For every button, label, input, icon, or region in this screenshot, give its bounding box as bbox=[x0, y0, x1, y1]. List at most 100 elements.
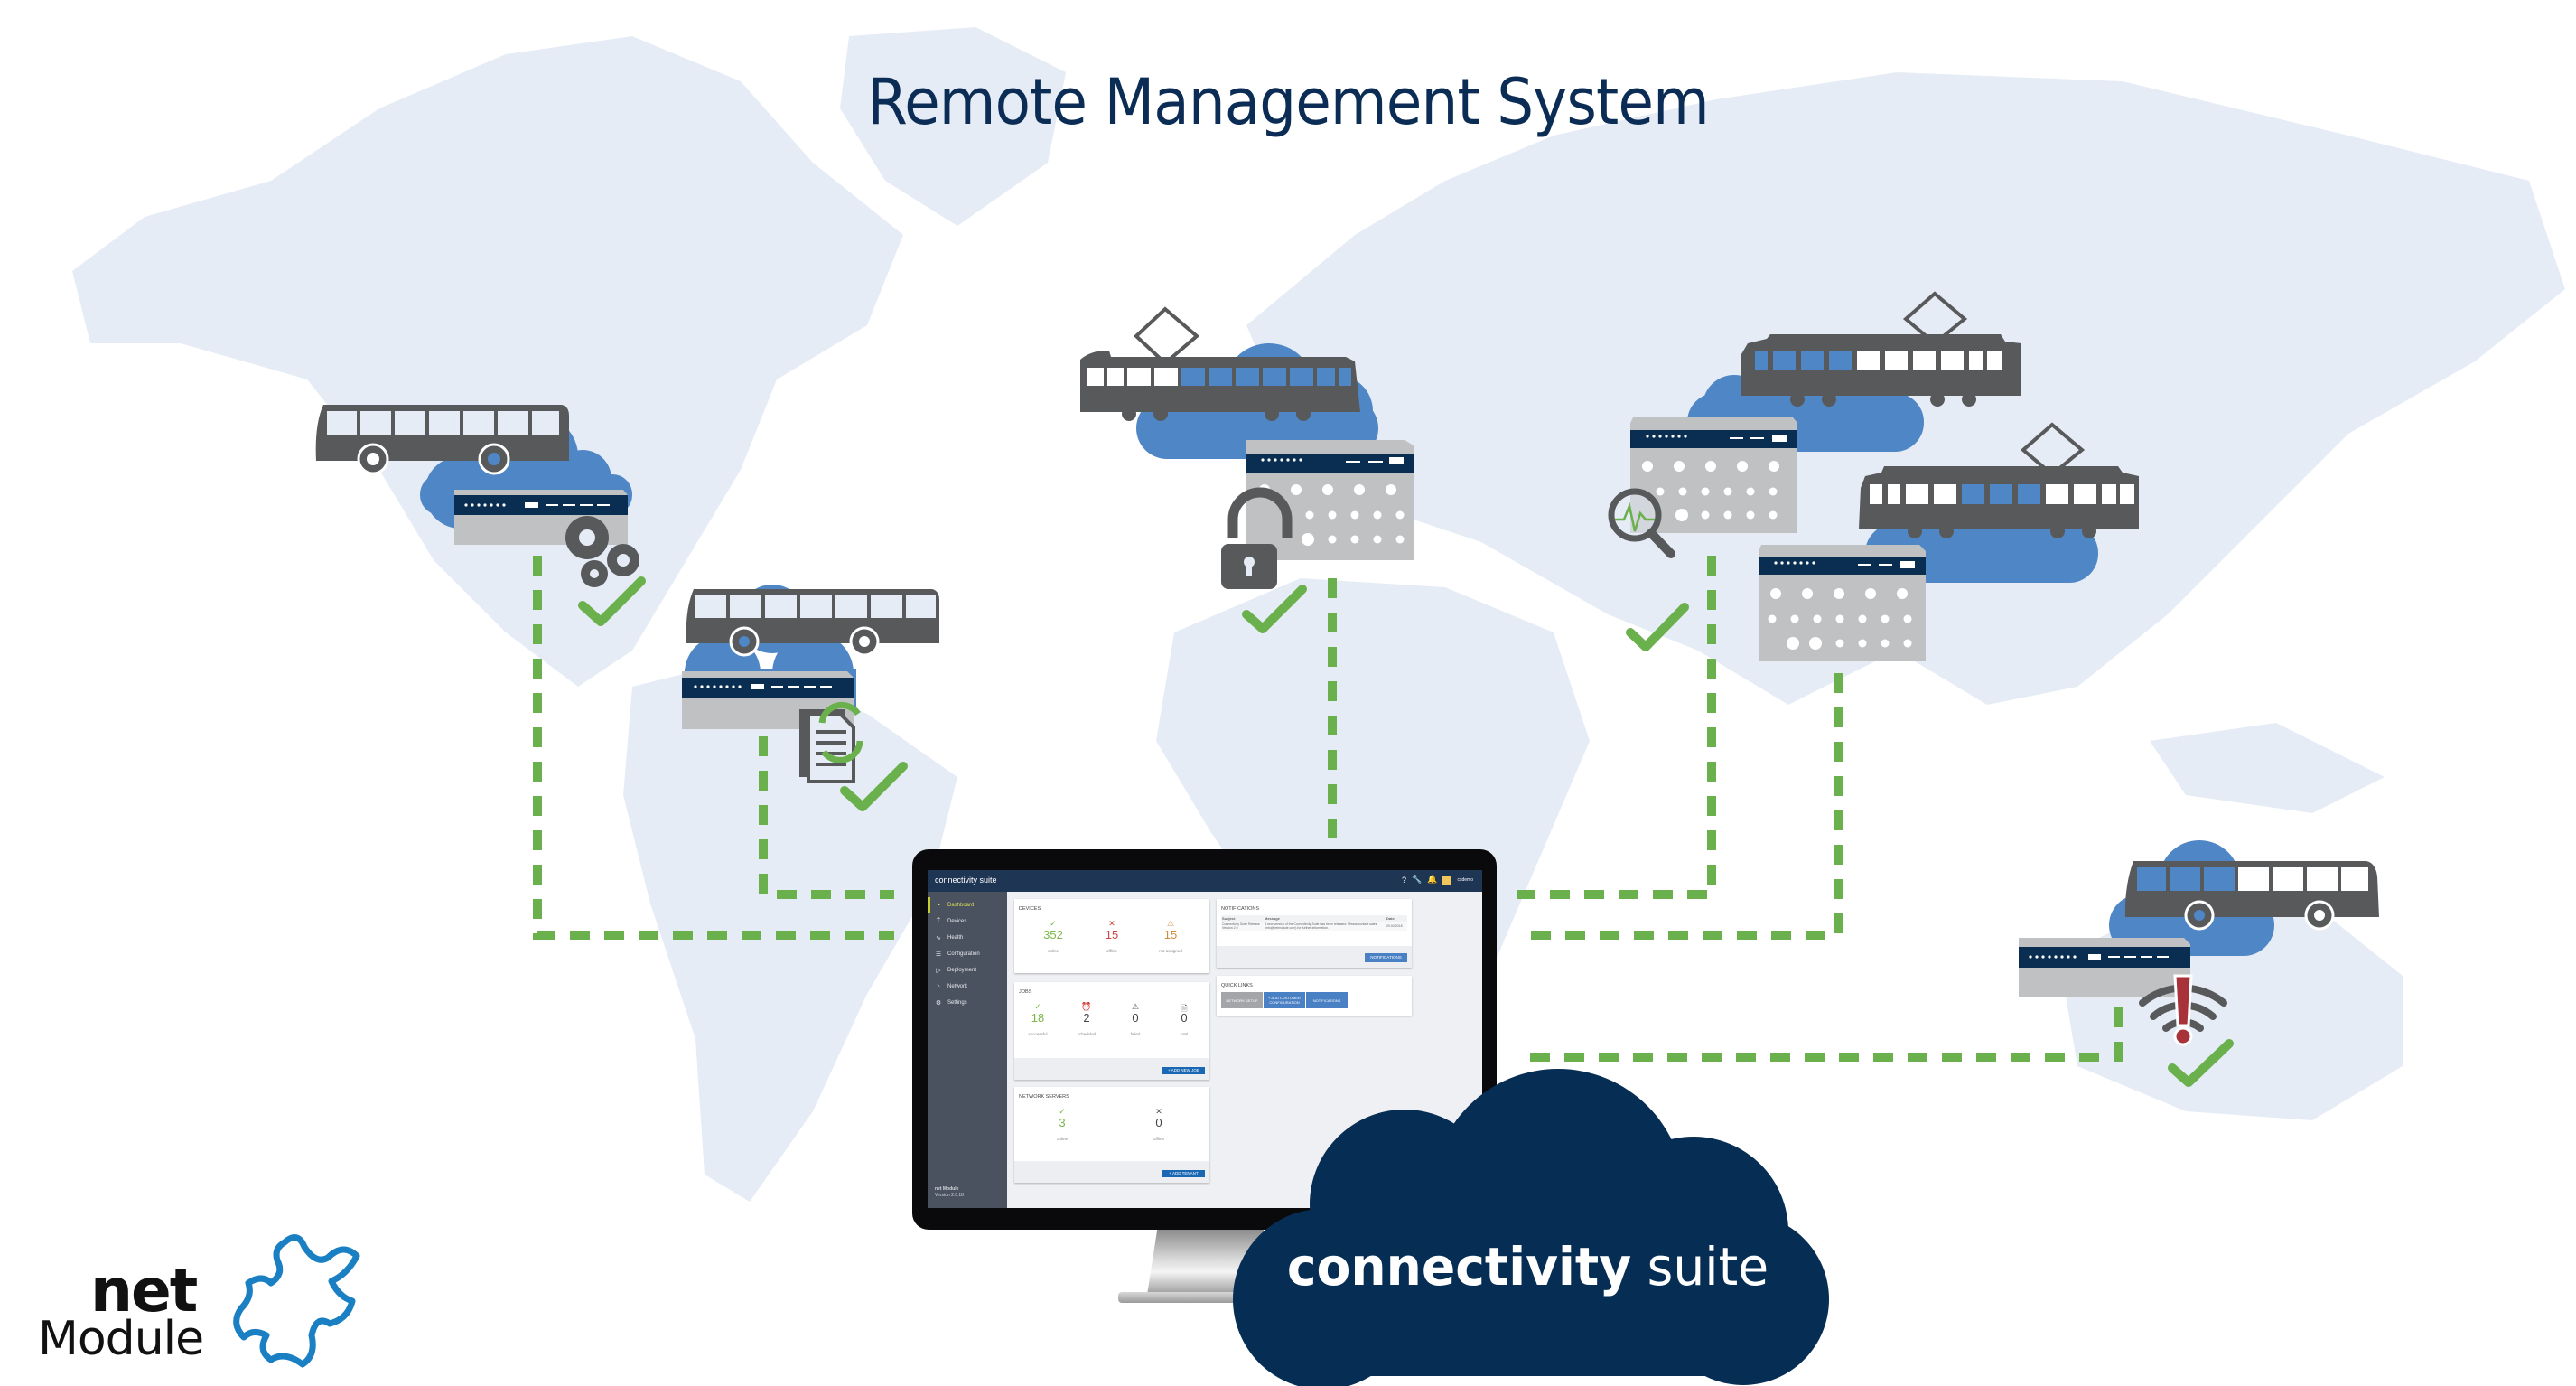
router-icon bbox=[2019, 938, 2190, 997]
add-tenant-button[interactable]: + ADD TENANT bbox=[1162, 1170, 1205, 1177]
map-greenland bbox=[840, 27, 1066, 226]
wifi-icon: ◝ bbox=[937, 984, 940, 990]
warning-icon: ⚠ bbox=[1131, 1002, 1140, 1011]
node-trams-health[interactable] bbox=[1608, 289, 2150, 669]
help-icon[interactable]: ? bbox=[1402, 875, 1407, 885]
check-icon: ✓ bbox=[1034, 1002, 1041, 1011]
cross-icon: ✕ bbox=[1108, 919, 1115, 928]
notifications-card: NOTIFICATIONS Subject Message Date Conne… bbox=[1217, 899, 1412, 968]
card-footer: + ADD TENANT bbox=[1014, 1161, 1209, 1183]
bus-icon bbox=[2124, 861, 2379, 931]
router-large-icon bbox=[1630, 417, 1797, 533]
map-islands bbox=[2150, 723, 2385, 813]
sidebar-item-settings[interactable]: ⚙Settings bbox=[935, 1000, 967, 1007]
check-icon: ✓ bbox=[1059, 1107, 1066, 1116]
sidebar-logo: net Module bbox=[935, 1186, 959, 1192]
cross-icon: ✕ bbox=[1155, 1107, 1162, 1116]
cloud-label: connectivity suite bbox=[1286, 1236, 1769, 1297]
alarm-clock-icon: ⏰ bbox=[1081, 1002, 1092, 1011]
puzzle-logo-icon bbox=[233, 1234, 360, 1368]
quick-notifications-button[interactable]: NOTIFICATIONS bbox=[1306, 992, 1348, 1008]
app-brand: connectivity suite bbox=[935, 876, 997, 885]
gear-icon: ⚙ bbox=[935, 1000, 942, 1007]
sidebar-item-configuration[interactable]: ☰Configuration bbox=[935, 951, 980, 958]
node-tram-secure[interactable] bbox=[1075, 298, 1436, 641]
node-bus-gears[interactable] bbox=[307, 389, 668, 641]
notifications-table: Subject Message Date Connectivity Suite … bbox=[1221, 915, 1407, 931]
network-setup-button[interactable]: NETWORK SETUP bbox=[1221, 992, 1263, 1008]
router-large-icon bbox=[1759, 545, 1926, 661]
connection-line bbox=[533, 556, 894, 940]
check-icon bbox=[578, 576, 646, 626]
dashboard-icon: ◔ bbox=[936, 902, 941, 909]
tram-icon bbox=[1080, 306, 1360, 421]
bus-icon bbox=[315, 405, 569, 475]
table-row[interactable]: Connectivity Suite Release Version 2.0 A… bbox=[1221, 922, 1407, 931]
app-topbar: connectivity suite ? 🔧 🔔 csdemo bbox=[928, 870, 1482, 892]
bell-icon[interactable]: 🔔 bbox=[1427, 875, 1438, 884]
connection-line bbox=[1517, 673, 1843, 940]
gears-icon bbox=[565, 516, 639, 587]
node-bus-config-sync[interactable] bbox=[668, 578, 966, 831]
check-icon: ✓ bbox=[1050, 919, 1057, 928]
card-title: NOTIFICATIONS bbox=[1221, 906, 1260, 912]
sidebar-item-dashboard[interactable]: ◔Dashboard bbox=[928, 897, 1007, 913]
warning-icon: ⚠ bbox=[1166, 919, 1175, 928]
sidebar: ◔Dashboard ⍑Devices ∿Health ☰Configurati… bbox=[928, 892, 1007, 1208]
user-menu[interactable]: csdemo bbox=[1457, 876, 1473, 883]
connection-line bbox=[1517, 1007, 2123, 1062]
map-north-america bbox=[72, 36, 903, 687]
database-icon: ☰ bbox=[935, 951, 942, 958]
add-customer-configuration-button[interactable]: + ADD CUSTOMER CONFIGURATION bbox=[1264, 992, 1305, 1008]
card-title: QUICK LINKS bbox=[1221, 983, 1253, 988]
card-title: DEVICES bbox=[1019, 906, 1041, 912]
add-new-job-button[interactable]: + ADD NEW JOB bbox=[1162, 1067, 1205, 1074]
pulse-icon: ∿ bbox=[936, 935, 941, 941]
logo-net: net bbox=[90, 1256, 198, 1325]
card-footer: NOTIFICATIONS bbox=[1217, 946, 1412, 968]
deploy-icon: ▷ bbox=[936, 968, 941, 974]
logo-module: Module bbox=[38, 1312, 204, 1366]
page-title: Remote Management System bbox=[867, 65, 1710, 139]
avatar[interactable] bbox=[1442, 875, 1452, 885]
check-icon bbox=[840, 762, 908, 811]
sidebar-item-health[interactable]: ∿Health bbox=[936, 935, 964, 941]
notifications-button[interactable]: NOTIFICATIONS bbox=[1365, 953, 1407, 962]
check-icon bbox=[1626, 603, 1689, 651]
document-sync-icon bbox=[799, 702, 863, 783]
connection-line bbox=[759, 736, 894, 899]
health-search-icon bbox=[1608, 488, 1675, 558]
wrench-icon[interactable]: 🔧 bbox=[1412, 875, 1423, 884]
sidebar-item-deployment[interactable]: ▷Deployment bbox=[936, 968, 977, 974]
tram-icon bbox=[1859, 422, 2139, 538]
quick-links-card: QUICK LINKS NETWORK SETUP + ADD CUSTOMER… bbox=[1217, 976, 1412, 1016]
card-footer: + ADD NEW JOB bbox=[1014, 1058, 1209, 1080]
check-icon bbox=[2168, 1039, 2234, 1087]
antenna-icon: ⍑ bbox=[936, 918, 941, 924]
tram-icon bbox=[1741, 291, 2021, 407]
lock-icon bbox=[1221, 487, 1293, 589]
bus-icon bbox=[686, 589, 939, 657]
check-icon bbox=[1242, 585, 1307, 633]
connectivity-suite-cloud bbox=[1233, 1069, 1829, 1386]
sidebar-item-devices[interactable]: ⍑Devices bbox=[936, 918, 967, 924]
card-title: JOBS bbox=[1019, 989, 1032, 995]
card-title: NETWORK SERVERS bbox=[1019, 1094, 1069, 1100]
connection-line bbox=[1517, 556, 1716, 899]
clipboard-icon: 🗎 bbox=[1181, 1004, 1188, 1013]
node-bus-connection-alert[interactable] bbox=[2005, 831, 2412, 1102]
sidebar-item-network[interactable]: ◝Network bbox=[928, 979, 1007, 995]
